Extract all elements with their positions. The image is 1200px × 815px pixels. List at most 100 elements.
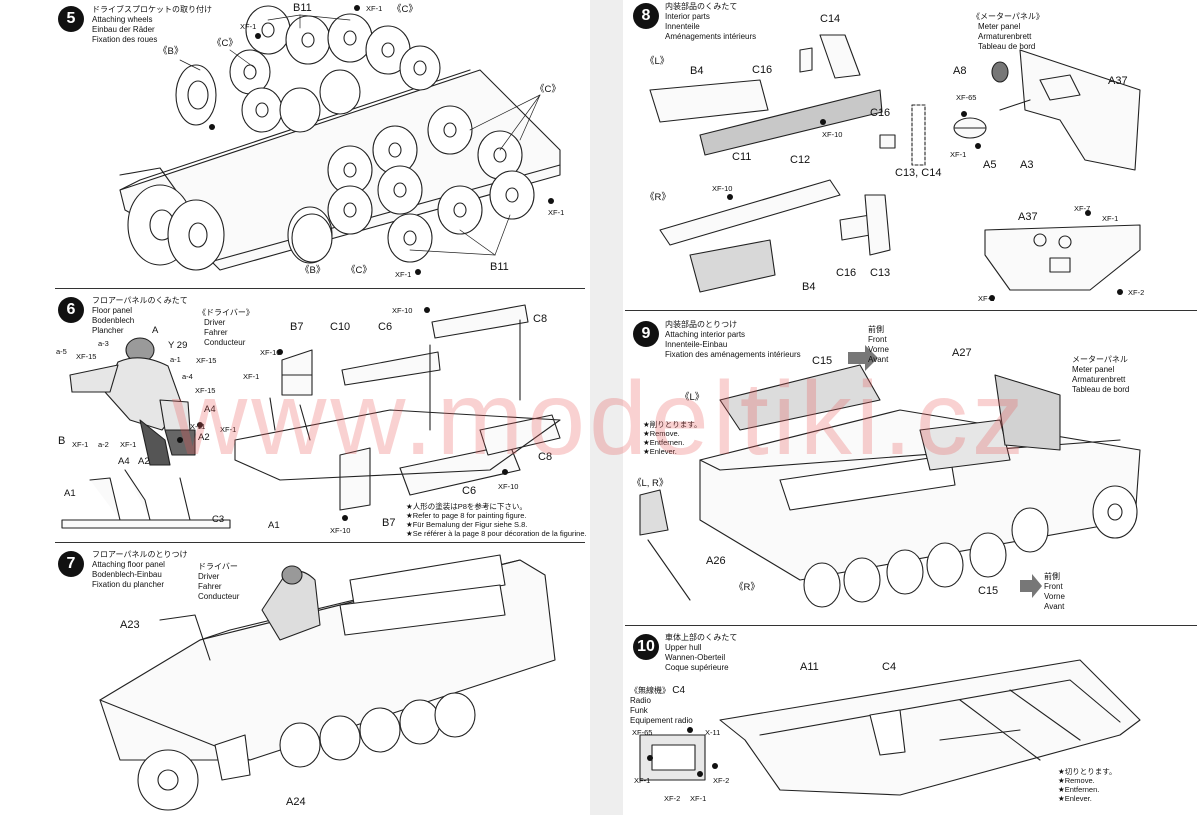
meter-caption-jp: 《メーターパネル》: [972, 12, 1044, 21]
step9-halftrack-interior: [639, 345, 1141, 608]
part-label: C12: [790, 154, 811, 166]
remove-de: ★Entfernen.: [1058, 785, 1100, 794]
driver-caption-fr: Conducteur: [198, 592, 240, 601]
part-label: B11: [293, 2, 312, 14]
step-8-meter-caption: 《メーターパネル》 Meter panel Armaturenbrett Tab…: [972, 12, 1044, 52]
step-7-badge: 7: [58, 551, 84, 577]
remove-jp: ★削りとります。: [643, 420, 702, 429]
part-label: C16: [870, 107, 891, 119]
part-label: 《L, R》: [632, 478, 669, 489]
part-label: C3: [212, 514, 225, 525]
step-5-title-jp: ドライブスプロケットの取り付け: [92, 5, 212, 14]
part-label: A26: [706, 555, 726, 567]
step-10-title-de: Wannen-Oberteil: [665, 653, 726, 662]
divider-step9-step10: [625, 625, 1197, 626]
part-label: A8: [953, 65, 967, 77]
step-5-title-de: Einbau der Räder: [92, 25, 155, 34]
paint-label: XF-10: [392, 306, 413, 315]
step-9-title-fr: Fixation des aménagements intérieurs: [665, 350, 801, 359]
step6-pedal-assembly: [61, 397, 311, 529]
step-6-title-fr: Plancher: [92, 326, 124, 335]
paint-label: XF-1: [120, 440, 137, 449]
paint-label: XF-2: [1128, 288, 1145, 297]
part-label: 《B》: [300, 265, 326, 276]
part-label: C4: [882, 661, 897, 673]
driver-caption-fr: Conducteur: [204, 338, 246, 347]
step-10-title-en: Upper hull: [665, 643, 702, 652]
part-label: A24: [286, 796, 306, 808]
step-6-title-de: Bodenblech: [92, 316, 135, 325]
step5-road-wheels: [229, 5, 535, 263]
step-9-remove-note: ★削りとります。 ★Remove. ★Entfernen. ★Enlever.: [643, 420, 701, 456]
part-label: a-1: [170, 355, 181, 364]
paint-label: XF-1: [72, 440, 89, 449]
paint-label: XF-1: [978, 294, 995, 303]
paint-label: XF-15: [76, 352, 97, 361]
paint-label: XF-1: [395, 270, 412, 279]
part-label: A37: [1108, 75, 1128, 87]
paint-label: XF-1: [1102, 214, 1119, 223]
step-7-title-fr: Fixation du plancher: [92, 580, 165, 589]
part-label: A5: [983, 159, 997, 171]
meter-caption-de: Armaturenbrett: [978, 32, 1032, 41]
part-label: C15: [978, 585, 999, 597]
step-6-badge: 6: [58, 297, 84, 323]
part-label: B7: [382, 517, 396, 529]
step-5-title-en: Attaching wheels: [92, 15, 153, 24]
part-label: B4: [690, 65, 704, 77]
step-9-title-de: Innenteile-Einbau: [665, 340, 728, 349]
step-5-badge: 5: [58, 6, 84, 32]
step6-driver-figure: [69, 337, 196, 466]
radio-jp: 《無線機》: [630, 686, 670, 695]
paint-label: XF-1: [950, 150, 967, 159]
note-jp: ★人形の塗装はP8を参考に下さい。: [406, 502, 527, 511]
paint-label: XF-1: [634, 776, 651, 785]
part-label: C6: [462, 485, 477, 497]
paint-label: XF-1: [243, 372, 260, 381]
part-label: 《R》: [645, 192, 671, 203]
part-label: A23: [120, 619, 140, 631]
step-7-driver-caption: ドライバー Driver Fahrer Conducteur: [198, 562, 239, 602]
step-7-title-en: Attaching floor panel: [92, 560, 165, 569]
divider-step5-step6: [55, 288, 585, 289]
driver-caption-jp: 《ドライバー》: [198, 308, 254, 317]
step-6-title: フロアーパネルのくみたて Floor panel Bodenblech Plan…: [92, 296, 188, 336]
meter-caption-fr: Tableau de bord: [978, 42, 1036, 51]
part-label: A11: [800, 661, 819, 673]
part-label: C14: [820, 13, 841, 25]
driver-caption-de: Fahrer: [198, 582, 222, 591]
meter-jp: メーターパネル: [1072, 355, 1128, 364]
remove-fr: ★Enlever.: [1058, 794, 1092, 803]
step-8-title: 内装部品のくみたて Interior parts Innenteile Amén…: [665, 2, 756, 42]
part-label: 《R》: [734, 582, 760, 593]
note-en: ★Refer to page 8 for painting figure.: [406, 511, 527, 520]
meter-en: Meter panel: [1072, 365, 1115, 374]
step7-halftrack-body: [99, 554, 556, 811]
part-label: B: [58, 435, 66, 447]
part-label: C15: [812, 355, 833, 367]
step-7-title-jp: フロアーパネルのとりつけ: [92, 550, 188, 559]
step-10-remove-note: ★切りとります。 ★Remove. ★Entfernen. ★Enlever.: [1058, 767, 1116, 803]
part-label: 《B》: [158, 46, 184, 57]
remove-jp: ★切りとります。: [1058, 767, 1117, 776]
paint-label: XF-7: [1074, 204, 1091, 213]
driver-caption-en: Driver: [204, 318, 226, 327]
paint-label: XF-10: [498, 482, 519, 491]
part-label: A1: [64, 488, 76, 499]
page-gutter: [590, 0, 623, 815]
part-label: A2: [198, 432, 210, 443]
paint-label: XF-10: [330, 526, 351, 535]
part-label: Y 29: [168, 340, 188, 351]
paint-label: XF-2: [664, 794, 681, 803]
paint-label: XF-2: [713, 776, 730, 785]
step-10-title-fr: Coque supérieure: [665, 663, 729, 672]
paint-label: XF-10: [822, 130, 843, 139]
front-jp: 前側: [868, 325, 884, 334]
step8-dashboard-detail: [984, 224, 1141, 291]
step-10-radio-caption: 《無線機》 C4 Radio Funk Equipement radio: [630, 686, 693, 726]
remove-en: ★Remove.: [1058, 776, 1095, 785]
part-label: A37: [1018, 211, 1038, 223]
part-label: 《C》: [392, 4, 418, 15]
part-label: C10: [330, 321, 351, 333]
